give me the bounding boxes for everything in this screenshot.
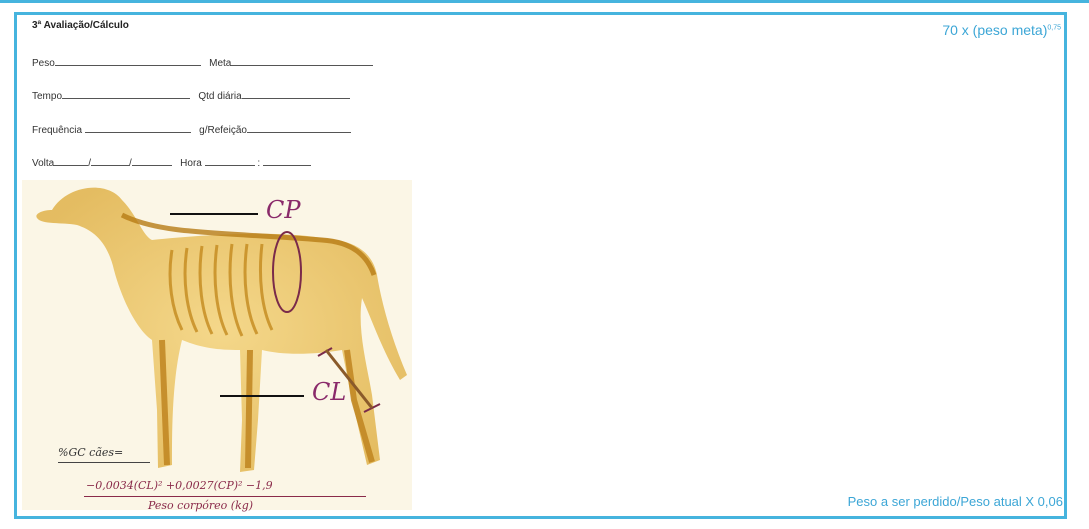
cp-label: CP (266, 196, 301, 224)
frequencia-label: Frequência (32, 125, 82, 136)
volta-day-field[interactable] (54, 156, 88, 166)
peso-field[interactable] (55, 56, 201, 66)
equation-denominator: Peso corpóreo (kg) (148, 499, 253, 512)
hora-label: Hora (180, 158, 202, 169)
volta-month-field[interactable] (91, 156, 129, 166)
formula-top-text: 70 x (peso meta) (942, 22, 1047, 38)
gc-label: %GC cães= (58, 446, 123, 459)
tempo-field[interactable] (62, 89, 190, 99)
hora-hour-field[interactable] (205, 156, 255, 166)
gc-underline (58, 462, 150, 463)
hora-sep: : (257, 158, 260, 169)
formula-bottom: Peso a ser perdido/Peso atual X 0,06 (848, 494, 1063, 509)
row-frequencia-refeicao: Frequência g/Refeição (32, 123, 351, 136)
row-peso-meta: Peso Meta (32, 56, 373, 69)
page-title: 3ª Avaliação/Cálculo (32, 20, 129, 31)
dog-skeleton-icon (22, 180, 412, 510)
qtd-diaria-label: Qtd diária (198, 91, 241, 102)
cl-label: CL (312, 378, 346, 406)
row-volta-hora: Volta// Hora : (32, 156, 311, 169)
volta-year-field[interactable] (132, 156, 172, 166)
g-refeicao-field[interactable] (247, 123, 351, 133)
row-tempo-qtd: Tempo Qtd diária (32, 89, 350, 102)
meta-label: Meta (209, 58, 231, 69)
g-refeicao-label: g/Refeição (199, 125, 247, 136)
tempo-label: Tempo (32, 91, 62, 102)
meta-field[interactable] (231, 56, 373, 66)
top-border (0, 0, 1089, 3)
frequencia-field[interactable] (85, 123, 191, 133)
hora-minute-field[interactable] (263, 156, 311, 166)
volta-label: Volta (32, 158, 54, 169)
formula-top: 70 x (peso meta)0,75 (942, 22, 1061, 38)
equation-fraction-bar (84, 496, 366, 497)
formula-top-exp: 0,75 (1047, 24, 1061, 31)
equation-numerator: −0,0034(CL)² +0,0027(CP)² −1,9 (86, 479, 273, 492)
qtd-diaria-field[interactable] (242, 89, 350, 99)
dog-skeleton-figure (22, 180, 412, 510)
peso-label: Peso (32, 58, 55, 69)
